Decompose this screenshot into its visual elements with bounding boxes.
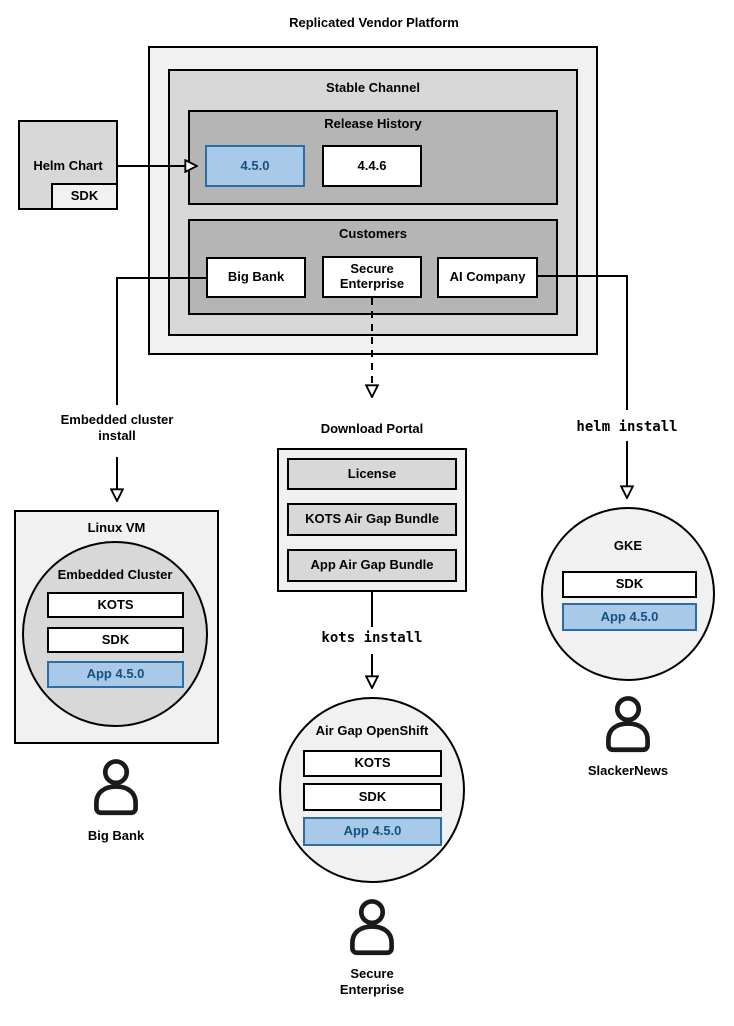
linux-vm-label: Linux VM <box>87 520 146 535</box>
edge-label-helm-install: helm install <box>576 419 678 435</box>
gke-sdk: SDK <box>562 571 697 598</box>
slackernews-user-icon <box>600 694 656 756</box>
openshift-app: App 4.5.0 <box>303 817 442 846</box>
diagram-title: Replicated Vendor Platform <box>289 15 459 30</box>
embedded-cluster-app: App 4.5.0 <box>47 661 184 688</box>
secure-enterprise-user-label: Secure Enterprise <box>339 966 405 997</box>
slackernews-user-label: SlackerNews <box>587 763 669 778</box>
release-4-4-6[interactable]: 4.4.6 <box>322 145 422 187</box>
embedded-cluster-kots: KOTS <box>47 592 184 618</box>
download-portal-label: Download Portal <box>320 421 424 436</box>
edge-label-embedded-cluster-install: Embedded cluster install <box>60 412 174 443</box>
edge-label-kots-install: kots install <box>321 630 423 646</box>
helm-chart-sdk-box: SDK <box>51 183 118 210</box>
release-history-label: Release History <box>324 116 422 131</box>
helm-chart-label: Helm Chart <box>33 158 103 173</box>
release-4-5-0[interactable]: 4.5.0 <box>205 145 305 187</box>
customers-label: Customers <box>339 226 407 241</box>
embedded-cluster-sdk: SDK <box>47 627 184 653</box>
embedded-cluster-label: Embedded Cluster <box>57 567 173 582</box>
big-bank-user-icon <box>88 757 144 819</box>
portal-item-kots-airgap-bundle[interactable]: KOTS Air Gap Bundle <box>287 503 457 536</box>
openshift-sdk: SDK <box>303 783 442 811</box>
big-bank-user-label: Big Bank <box>87 828 145 843</box>
openshift-kots: KOTS <box>303 750 442 777</box>
secure-enterprise-user-icon <box>344 897 400 959</box>
portal-item-app-airgap-bundle[interactable]: App Air Gap Bundle <box>287 549 457 582</box>
customer-big-bank[interactable]: Big Bank <box>206 257 306 298</box>
customer-secure-enterprise[interactable]: Secure Enterprise <box>322 256 422 298</box>
air-gap-openshift-label: Air Gap OpenShift <box>315 723 429 738</box>
gke-app: App 4.5.0 <box>562 603 697 631</box>
portal-item-license[interactable]: License <box>287 458 457 490</box>
stable-channel-label: Stable Channel <box>326 80 420 95</box>
customer-ai-company[interactable]: AI Company <box>437 257 538 298</box>
gke-label: GKE <box>613 538 643 553</box>
